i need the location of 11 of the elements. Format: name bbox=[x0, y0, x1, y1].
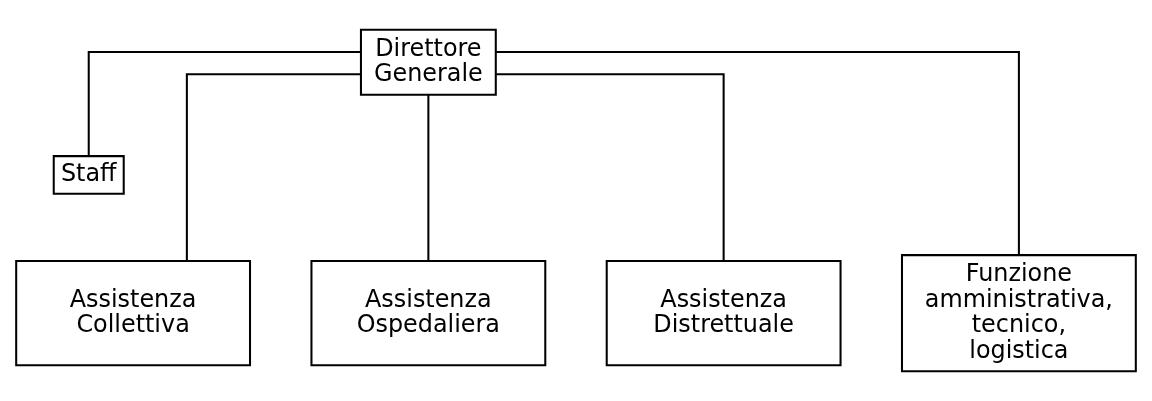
connector bbox=[427, 95, 430, 261]
node-box: Assistenza Collettiva bbox=[15, 260, 252, 367]
node-box: Assistenza Distrettuale bbox=[605, 260, 842, 367]
connector bbox=[87, 51, 361, 156]
connector bbox=[185, 73, 361, 261]
connector bbox=[496, 51, 1020, 255]
connector bbox=[496, 73, 725, 261]
node-box: Assistenza Ospedaliera bbox=[310, 260, 547, 367]
node-box: Staff bbox=[52, 155, 125, 195]
node-box: Direttore Generale bbox=[359, 28, 497, 96]
node-box: Funzione amministrativa, tecnico, logistica bbox=[900, 254, 1137, 373]
